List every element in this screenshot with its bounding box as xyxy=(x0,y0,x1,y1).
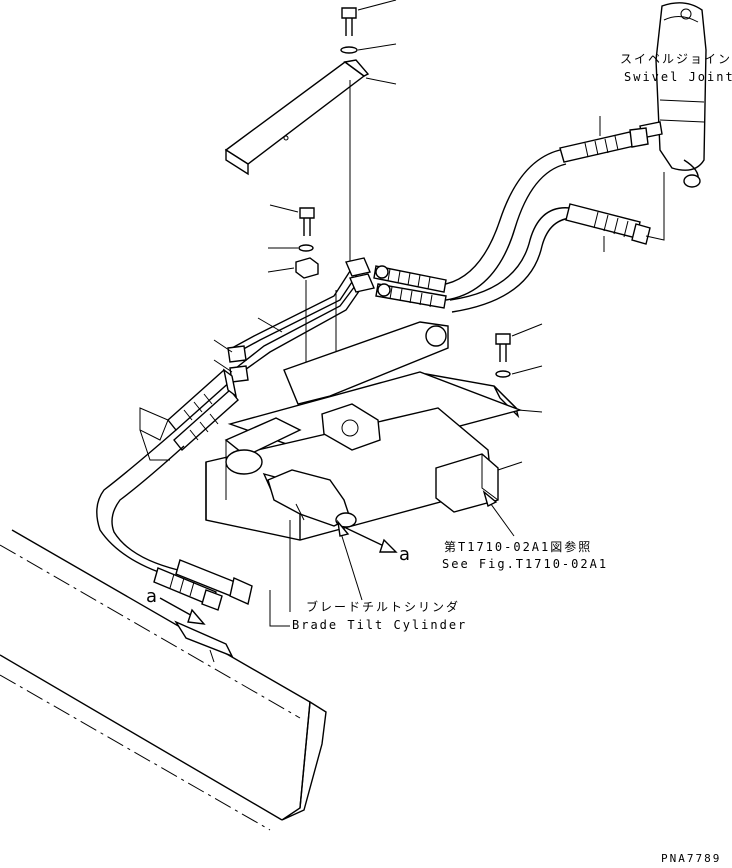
arrow-see-fig xyxy=(482,490,498,508)
label-swivel-joint-en: Swivel Joint xyxy=(624,70,732,84)
frame-assembly xyxy=(205,321,523,541)
drawing-number: PNA7789 xyxy=(661,852,722,865)
marker-a-right: a xyxy=(399,544,411,565)
leader-see-fig xyxy=(487,499,515,537)
leader-clamp xyxy=(267,267,295,273)
label-swivel-joint-jp: スイベルジョイント xyxy=(620,52,732,66)
clip-bracket xyxy=(139,407,169,441)
leader-tube xyxy=(257,317,283,333)
swivel-joint-drawing xyxy=(639,2,707,188)
arrowhead-a-left xyxy=(187,608,206,625)
leader-bolt-mid xyxy=(269,204,299,213)
leader-swivel-lower xyxy=(645,172,665,241)
arrow-a-right xyxy=(345,527,389,549)
hose-lower xyxy=(449,203,651,313)
leader-cover xyxy=(365,77,397,85)
arrowhead-a-right xyxy=(379,538,398,553)
blade xyxy=(0,529,327,831)
label-see-fig-en: See Fig.T1710-02A1 xyxy=(442,557,609,571)
leader-washer-top xyxy=(357,43,397,51)
label-cylinder-jp: ブレードチルトシリンダ xyxy=(306,600,461,614)
bolt-right xyxy=(495,333,511,378)
hose-to-blade xyxy=(96,429,253,611)
marker-a-left: a xyxy=(146,586,158,607)
tilt-cylinder xyxy=(224,417,357,528)
clamp-bolt-group xyxy=(295,207,319,279)
bracket-line-cylinder xyxy=(269,590,290,627)
leader-bolt-right xyxy=(511,323,543,337)
leader-bolt-top xyxy=(357,0,397,11)
label-cylinder-en: Brade Tilt Cylinder xyxy=(292,618,468,632)
hose-upper xyxy=(439,127,649,301)
leader-bracket-right xyxy=(517,409,543,413)
leader-tube-fitting-1 xyxy=(213,339,233,353)
center-lines-lower xyxy=(225,440,291,612)
bracket-line-left xyxy=(139,429,170,461)
arrow-cylinder xyxy=(336,519,350,537)
leader-tube-fitting-2 xyxy=(213,359,233,373)
hydraulic-tubes xyxy=(227,257,447,383)
top-cover xyxy=(224,7,370,176)
left-fittings xyxy=(167,368,239,452)
label-see-fig-jp: 第T1710-02A1図参照 xyxy=(444,540,593,554)
leader-cylinder xyxy=(339,529,363,601)
leader-washer-right xyxy=(511,365,543,375)
